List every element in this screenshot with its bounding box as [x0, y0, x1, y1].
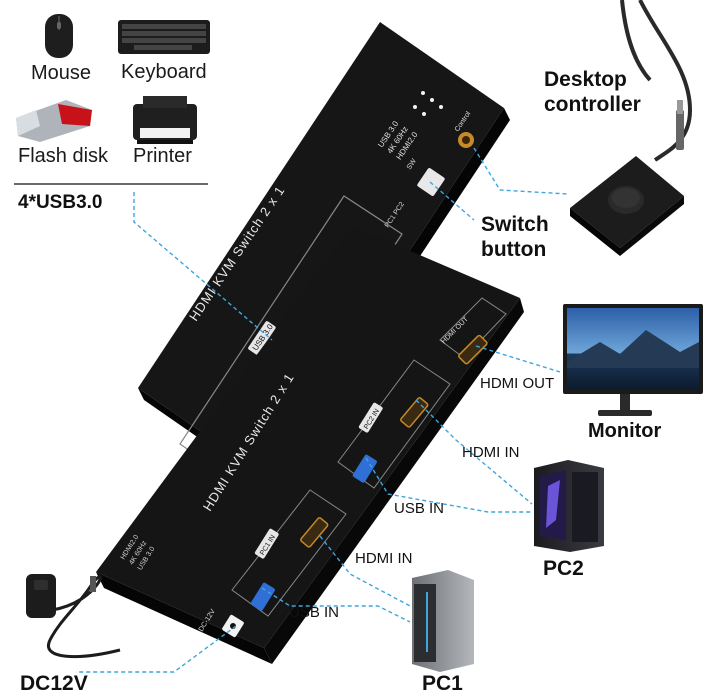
- desktop-controller-icon: [570, 0, 693, 256]
- flash-disk-label: Flash disk: [18, 145, 109, 167]
- flash-disk-icon: [16, 100, 92, 142]
- desktop-controller-label-line2: controller: [544, 93, 641, 116]
- pc2-usb-in-port[interactable]: [352, 454, 378, 483]
- pc1-usb-in-port[interactable]: [250, 582, 276, 611]
- usb-count-label: 4*USB3.0: [18, 192, 103, 213]
- dc12v-label: DC12V: [20, 672, 88, 695]
- hdmi-out-port[interactable]: [458, 334, 488, 365]
- keyboard-icon: [118, 20, 210, 54]
- mouse-icon: [45, 14, 73, 58]
- power-adapter-icon: [26, 574, 121, 658]
- monitor-label: Monitor: [588, 420, 662, 442]
- hdmi-in-pc2-label: HDMI IN: [462, 444, 520, 461]
- kvm-switch-bottom-unit: HDMI KVM Switch 2 x 1 HDMI2.0 4K 60Hz US…: [96, 226, 524, 664]
- pc1-label: PC1: [422, 672, 463, 695]
- mouse-label: Mouse: [31, 62, 92, 84]
- printer-label: Printer: [133, 145, 192, 167]
- switch-button-label-line2: button: [481, 238, 547, 261]
- monitor-icon: [563, 304, 703, 416]
- printer-icon: [133, 96, 197, 144]
- pc2-icon: [534, 460, 604, 552]
- hdmi-out-label: HDMI OUT: [480, 375, 555, 392]
- keyboard-label: Keyboard: [121, 61, 207, 83]
- pc2-label: PC2: [543, 557, 584, 580]
- hdmi-in-pc1-label: HDMI IN: [355, 550, 413, 567]
- usb-in-pc1-label: USB IN: [289, 604, 340, 621]
- usb-in-pc2-label: USB IN: [394, 500, 445, 517]
- desktop-controller-label-line1: Desktop: [544, 68, 627, 91]
- pc1-icon: [412, 570, 474, 672]
- switch-button-label-line1: Switch: [481, 213, 549, 236]
- leader-lines: [76, 147, 569, 673]
- pc1-hdmi-in-port[interactable]: [300, 517, 329, 548]
